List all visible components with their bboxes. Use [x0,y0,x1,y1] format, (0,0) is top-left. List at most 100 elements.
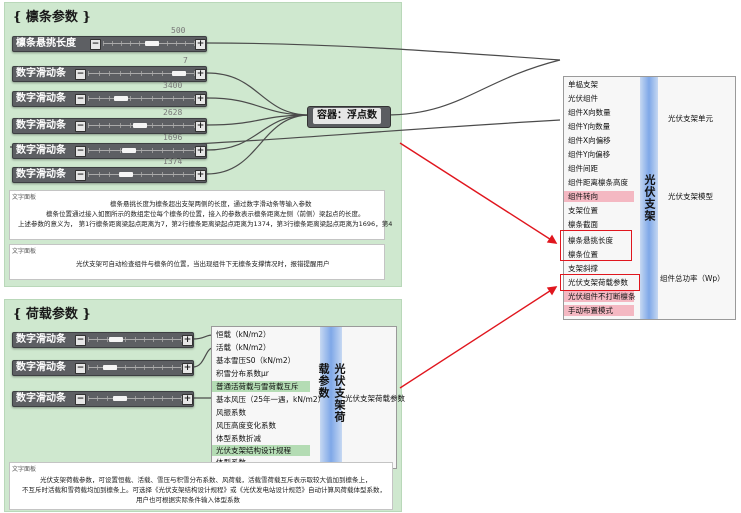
minus-button[interactable]: − [75,363,86,374]
minus-button[interactable]: − [75,121,86,132]
wire-s3 [206,114,311,126]
slider-label: 数字滑动条 [16,334,66,345]
input-param[interactable]: 组件Y向数量 [568,122,611,131]
plus-button[interactable]: + [195,146,206,157]
slider-knob[interactable] [145,41,159,46]
purlin-text-panel[interactable]: 文字面板 檩条悬挑长度为檩条超出支架两侧的长度，通过数字滑动条等输入参数 檩条位… [9,190,392,240]
input-param[interactable]: 单榀支架 [568,80,598,89]
wire-s1 [206,72,311,116]
input-param[interactable]: 组件X向偏移 [568,136,611,145]
annotation-arrow-load [399,286,557,389]
input-param[interactable]: 檩条位置 [568,250,598,259]
wire-container-out [384,59,561,116]
panel-line: 光伏支架荷载参数，可设置恒载、活载、雪压与积雪分布系数、风荷载，活载雪荷载互斥表… [40,476,372,484]
plus-button[interactable]: + [195,94,206,105]
slider-knob[interactable] [119,172,133,177]
input-param-highlighted[interactable]: 手动布置模式 [564,305,634,316]
minus-button[interactable]: − [90,39,101,50]
component-name: 光伏支架 [643,174,656,222]
input-param[interactable]: 基本雪压S0（kN/m2） [216,356,296,365]
input-param[interactable]: 风压高度变化系数 [216,421,276,430]
slider-knob[interactable] [114,96,128,101]
slider-knob[interactable] [103,365,117,370]
input-param[interactable]: 组件X向数量 [568,108,611,117]
load-text-panel[interactable]: 文字面板 光伏支架荷载参数，可设置恒载、活载、雪压与积雪分布系数、风荷载，活载雪… [9,462,393,510]
float-container[interactable]: 容器：浮点数 [307,106,391,128]
purlin-group-title: { 檩条参数 } [13,10,91,25]
slider-label: 数字滑动条 [16,68,66,79]
plus-button[interactable]: + [195,39,206,50]
wire-overhang-out [206,42,561,61]
plus-button[interactable]: + [182,335,193,346]
number-slider-5[interactable]: 数字滑动条 − + 1374 [12,157,207,183]
pv-support-component[interactable]: 单榀支架 光伏组件 组件X向数量 组件Y向数量 组件X向偏移 组件Y向偏移 组件… [563,76,736,320]
load-slider-3[interactable]: 数字滑动条 − + [12,391,194,407]
minus-button[interactable]: − [75,146,86,157]
input-param[interactable]: 风振系数 [216,408,246,417]
slider-tick [181,396,182,401]
input-param[interactable]: 组件Y向偏移 [568,150,611,159]
overhang-slider[interactable]: 檩条悬挑长度 − + 500 [12,26,207,52]
input-param[interactable]: 积雪分布系数μr [216,369,269,378]
number-slider-4[interactable]: 数字滑动条 − + 1696 [12,133,207,159]
component-name-bar: 光伏支架 [640,77,658,319]
slider-knob[interactable] [113,396,127,401]
plus-button[interactable]: + [182,363,193,374]
load-slider-2[interactable]: 数字滑动条 − + [12,360,194,376]
wire-s2 [206,97,311,116]
input-param[interactable]: 支架斜撑 [568,264,598,273]
input-param[interactable]: 恒载（kN/m2） [216,330,271,339]
minus-button[interactable]: − [75,94,86,105]
slider-label: 数字滑动条 [16,393,66,404]
number-slider-3[interactable]: 数字滑动条 − + 2628 [12,108,207,134]
plus-button[interactable]: + [195,69,206,80]
slider-tick [194,41,195,46]
slider-value: 1696 [163,133,183,142]
minus-button[interactable]: − [75,170,86,181]
output-param[interactable]: 光伏支架单元 [668,114,713,123]
input-param-highlighted[interactable]: 组件转向 [564,191,634,202]
component-name: 光伏支架荷载参数 [317,362,346,423]
input-param-highlighted[interactable]: 光伏支架结构设计规程 [212,445,310,456]
panel-line: 光伏支架可自动检查组件与檩条的位置，当出现组件下无檩条支撑情况时，报错提醒用户 [76,260,330,268]
purlin-check-panel[interactable]: 文字面板 光伏支架可自动检查组件与檩条的位置，当出现组件下无檩条支撑情况时，报错… [9,244,385,280]
panel-line: 不互斥时活载和雪荷载均加到檩条上。可选择《光伏支架结构设计规程》或《光伏发电站设… [22,486,386,494]
plus-button[interactable]: + [195,170,206,181]
input-param-highlighted[interactable]: 普通活荷载与雪荷载互斥 [212,381,310,392]
input-param[interactable]: 支架位置 [568,206,598,215]
output-param[interactable]: 组件总功率（Wp） [660,274,725,283]
slider-value: 1374 [163,157,183,166]
input-param[interactable]: 活载（kN/m2） [216,343,271,352]
wire-s4 [206,114,311,151]
number-slider-2[interactable]: 数字滑动条 − + 3400 [12,81,207,107]
slider-knob[interactable] [122,148,136,153]
load-parameter-component[interactable]: 恒载（kN/m2） 活载（kN/m2） 基本雪压S0（kN/m2） 积雪分布系数… [211,326,405,469]
input-param[interactable]: 组件间距 [568,164,598,173]
input-param[interactable]: 檩条截面 [568,220,598,229]
load-slider-1[interactable]: 数字滑动条 − + [12,332,194,348]
minus-button[interactable]: − [75,394,86,405]
panel-title: 文字面板 [12,248,37,255]
minus-button[interactable]: − [75,69,86,80]
slider-label: 数字滑动条 [16,93,66,104]
input-param[interactable]: 基本风压（25年一遇，kN/m2） [216,395,326,404]
input-param[interactable]: 光伏组件 [568,94,598,103]
minus-button[interactable]: − [75,335,86,346]
slider-knob[interactable] [133,123,147,128]
plus-button[interactable]: + [195,121,206,132]
number-slider-1[interactable]: 数字滑动条 − + 7 [12,56,207,82]
output-param[interactable]: 光伏支架荷载参数 [345,394,405,403]
slider-knob[interactable] [172,71,186,76]
slider-label: 数字滑动条 [16,120,66,131]
input-param[interactable]: 光伏支架荷载参数 [568,278,628,287]
input-param[interactable]: 体型系数折减 [216,434,261,443]
input-param-highlighted[interactable]: 光伏组件不打断檩条 [564,291,636,302]
panel-title: 文字面板 [12,194,37,201]
plus-button[interactable]: + [182,394,193,405]
input-param[interactable]: 檩条悬挑长度 [568,236,613,245]
input-param[interactable]: 组件距离檩条高度 [568,178,628,187]
slider-knob[interactable] [109,337,123,342]
slider-label: 数字滑动条 [16,362,66,373]
output-param[interactable]: 光伏支架模型 [668,192,713,201]
slider-value: 7 [183,56,188,65]
